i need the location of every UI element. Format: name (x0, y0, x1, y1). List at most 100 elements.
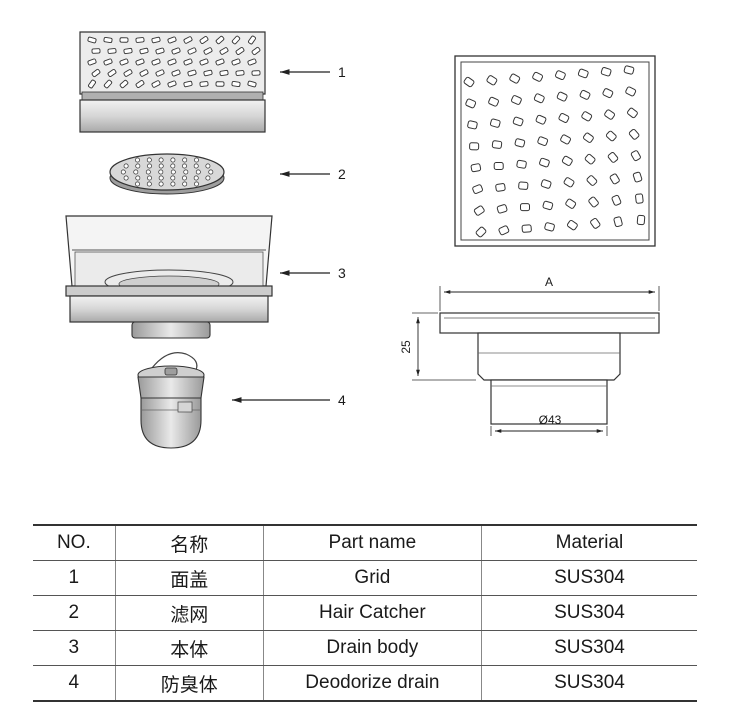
drain-hole (472, 184, 483, 194)
drain-hole (215, 58, 225, 66)
hair-catcher-part (109, 153, 225, 195)
cell-material: SUS304 (480, 595, 697, 631)
drain-hole (488, 96, 499, 107)
cell-name-cn: 滤网 (114, 595, 264, 631)
drain-hole (183, 169, 189, 175)
drain-hole (183, 36, 193, 44)
drain-hole (183, 58, 193, 66)
dimension-height: 25 (399, 312, 476, 381)
table-header-row: NO. 名称 Part name Material (33, 524, 697, 561)
drain-hole (119, 37, 129, 43)
dimension-25-label: 25 (399, 340, 413, 354)
drain-hole (182, 157, 188, 163)
drain-hole (151, 80, 161, 88)
drain-hole (203, 69, 213, 77)
drain-hole (119, 58, 129, 66)
drain-hole (193, 175, 199, 181)
side-view-section (439, 312, 660, 425)
drain-hole (489, 118, 501, 128)
drain-hole (613, 216, 623, 228)
cell-material: SUS304 (480, 665, 697, 702)
cell-part-name: Grid (262, 560, 482, 596)
drain-hole (205, 175, 211, 181)
cell-no: 3 (33, 630, 116, 666)
drain-hole (208, 169, 214, 175)
cell-part-name: Hair Catcher (262, 595, 482, 631)
drain-hole (87, 58, 97, 66)
callout-1: 1 (338, 64, 346, 80)
callout-4: 4 (338, 392, 346, 408)
drain-hole (514, 138, 526, 148)
drain-hole (119, 79, 129, 89)
drain-hole (155, 69, 165, 77)
drain-hole (247, 80, 257, 88)
drain-hole (135, 157, 140, 163)
cell-name-cn: 面盖 (114, 560, 264, 596)
drain-hole (151, 36, 161, 44)
drain-hole (521, 224, 532, 233)
drain-hole (170, 175, 176, 181)
drain-hole (183, 80, 193, 88)
drain-hole (135, 37, 145, 43)
cell-material: SUS304 (480, 560, 697, 596)
drain-hole (535, 114, 547, 125)
cell-part-name: Deodorize drain (262, 665, 482, 702)
grid-cover-part (79, 31, 266, 133)
table-row: 3 本体 Drain body SUS304 (33, 630, 697, 666)
top-view-grid (454, 55, 656, 247)
drain-hole (187, 69, 197, 77)
drain-hole (187, 47, 197, 55)
drain-hole (556, 91, 568, 102)
drain-hole (158, 157, 164, 163)
drain-hole (469, 142, 480, 151)
drain-hole (120, 169, 126, 175)
drain-hole (199, 36, 209, 44)
drain-hole (88, 79, 96, 89)
drain-hole (607, 152, 619, 163)
drain-hole (107, 48, 117, 54)
drain-hole (251, 70, 261, 76)
dimension-outlet-label: Ø43 (539, 413, 562, 427)
drain-hole (135, 181, 140, 187)
drain-hole (199, 81, 209, 87)
drain-hole (170, 163, 176, 169)
drain-hole (540, 179, 552, 189)
cell-no: 2 (33, 595, 116, 631)
drain-hole (199, 58, 209, 66)
drain-hole (194, 157, 199, 163)
drain-hole (602, 88, 614, 99)
drain-hole (467, 120, 478, 130)
drain-hole (203, 47, 213, 55)
drain-hole (103, 37, 113, 43)
drain-hole (205, 163, 211, 169)
drain-hole (491, 140, 503, 149)
drain-hole (465, 98, 477, 109)
drain-hole (627, 107, 638, 119)
drain-hole (561, 155, 573, 166)
drain-hole (630, 150, 641, 162)
drain-hole (171, 69, 181, 77)
drain-hole (518, 181, 529, 190)
drain-hole (170, 157, 176, 163)
drain-hole (636, 214, 646, 226)
cell-name-cn: 本体 (114, 630, 264, 666)
drain-hole (182, 181, 188, 187)
drain-hole (623, 65, 635, 75)
drain-hole (170, 169, 176, 175)
drain-hole (473, 205, 485, 216)
cell-no: 4 (33, 665, 116, 702)
drain-hole (123, 47, 133, 55)
drain-hole (628, 128, 640, 140)
drain-hole (146, 157, 152, 163)
drain-hole (147, 175, 152, 181)
deodorize-drain-part (137, 352, 205, 449)
drain-hole (605, 130, 617, 142)
drain-hole (635, 193, 644, 204)
drain-hole (486, 75, 498, 86)
drain-hole (588, 196, 599, 208)
drain-hole (584, 153, 596, 165)
exploded-drain-diagram: 1 2 3 4 (65, 31, 660, 449)
drain-hole (123, 175, 129, 181)
drain-hole (167, 36, 177, 44)
dimension-width: A (439, 275, 660, 311)
